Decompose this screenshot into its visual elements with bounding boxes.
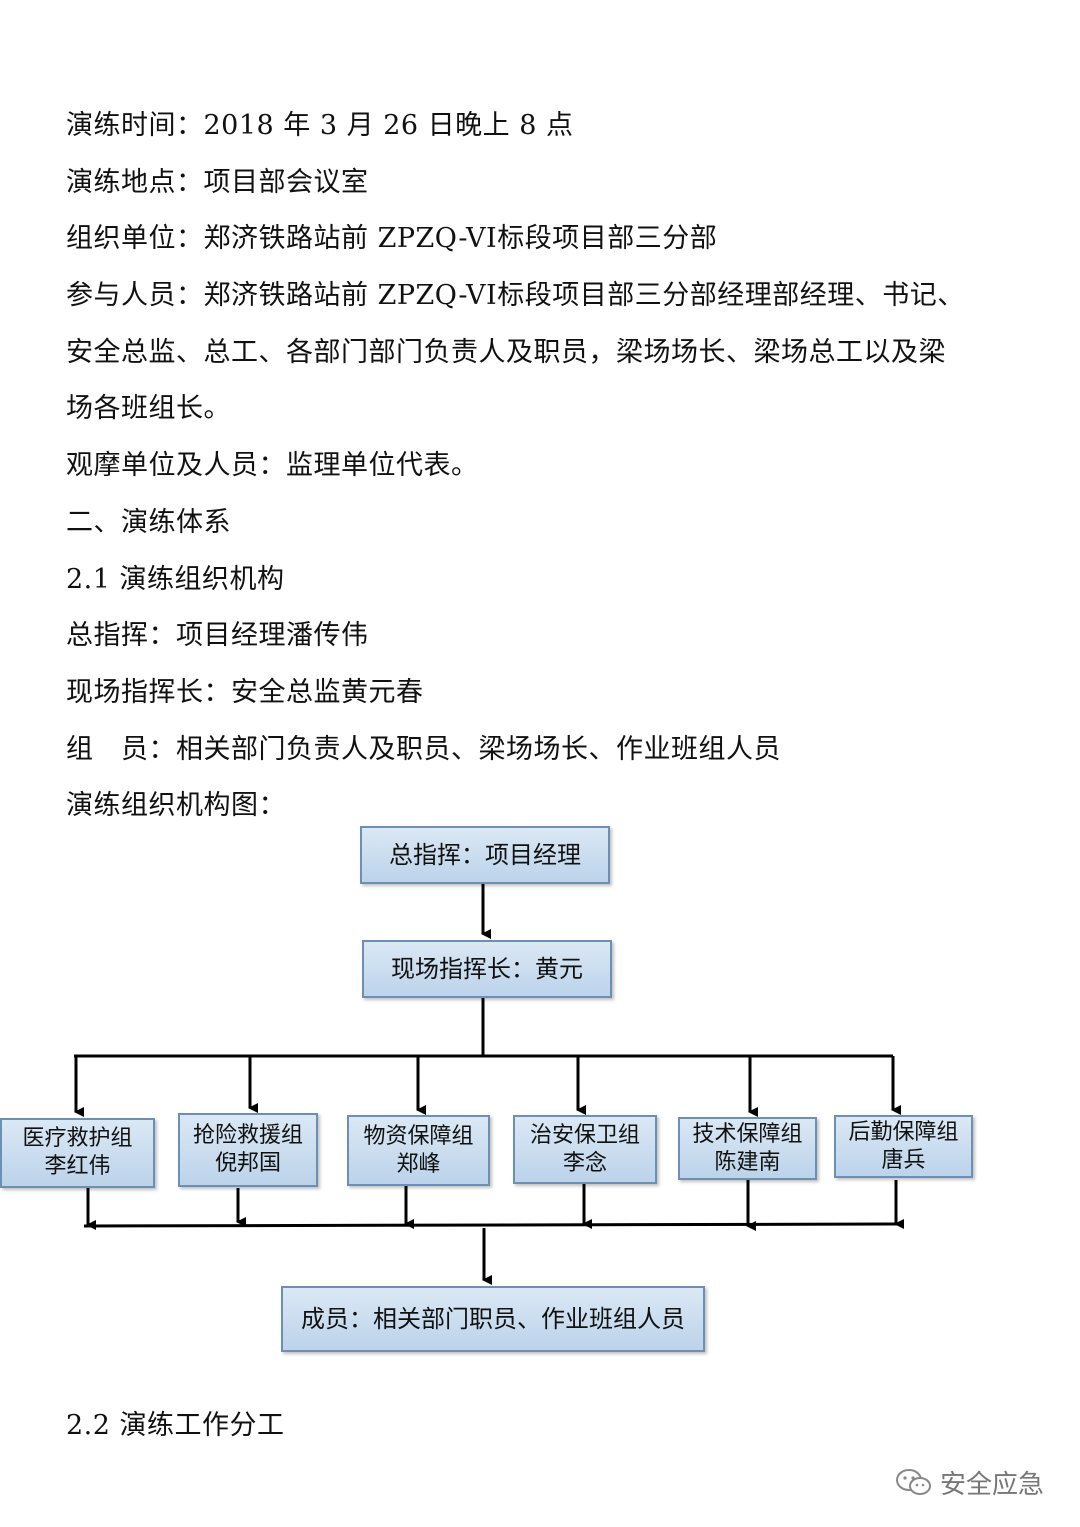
org-box-group-2: 抢险救援组倪邦国 [178,1113,318,1187]
participants-line-3: 场各班组长。 [66,393,231,425]
watermark-text: 安全应急 [939,1470,1044,1500]
drill-location-line: 演练地点：项目部会议室 [66,166,369,198]
watermark: 安全应急 [894,1464,1044,1501]
org-box-field-commander: 现场指挥长：黄元 [362,940,612,998]
group-name: 医疗救护组 [22,1126,133,1151]
group-leader: 陈建南 [714,1149,781,1175]
group-leader: 李红伟 [44,1154,111,1179]
org-box-group-6: 后勤保障组唐兵 [834,1115,973,1178]
group-leader: 唐兵 [881,1147,926,1173]
org-box-group-4: 治安保卫组李念 [513,1115,657,1184]
document-body: 演练时间：2018 年 3 月 26 日晚上 8 点 演练地点：项目部会议室 组… [66,98,1020,835]
observers-line: 观摩单位及人员：监理单位代表。 [66,450,479,482]
drill-time-line: 演练时间：2018 年 3 月 26 日晚上 8 点 [66,110,574,141]
org-chart-caption: 演练组织机构图： [66,790,286,822]
subsection-heading-21: 2.1 演练组织机构 [66,563,285,595]
members-line: 组 员：相关部门负责人及职员、梁场场长、作业班组人员 [66,733,781,765]
group-leader: 李念 [562,1150,607,1176]
organizer-line: 组织单位：郑济铁路站前 ZPZQ-VI标段项目部三分部 [66,223,718,255]
group-leader: 郑峰 [396,1151,441,1177]
connector-lower-bus [83,1222,901,1228]
field-commander-line: 现场指挥长：安全总监黄元春 [66,676,424,708]
participants-line-2: 安全总监、总工、各部门部门负责人及职员，梁场场长、梁场总工以及梁 [66,336,946,368]
group-name: 后勤保障组 [848,1119,959,1145]
org-box-commander: 总指挥：项目经理 [360,826,610,884]
org-box-group-5: 技术保障组陈建南 [678,1117,817,1180]
org-box-group-1: 医疗救护组李红伟 [0,1118,155,1188]
commander-line: 总指挥：项目经理潘传伟 [66,620,369,652]
group-name: 抢险救援组 [192,1123,303,1148]
group-name: 物资保障组 [363,1123,474,1149]
group-name: 治安保卫组 [529,1122,640,1148]
group-leader: 倪邦国 [214,1151,281,1176]
section-heading-2: 二、演练体系 [66,506,231,538]
wechat-icon [895,1468,931,1495]
group-name: 技术保障组 [692,1121,803,1147]
subsection-heading-22: 2.2 演练工作分工 [66,1410,285,1441]
participants-line-1: 参与人员：郑济铁路站前 ZPZQ-VI标段项目部三分部经理部经理、书记、 [66,280,965,312]
org-box-group-3: 物资保障组郑峰 [347,1115,490,1186]
org-box-members: 成员：相关部门职员、作业班组人员 [281,1286,705,1352]
